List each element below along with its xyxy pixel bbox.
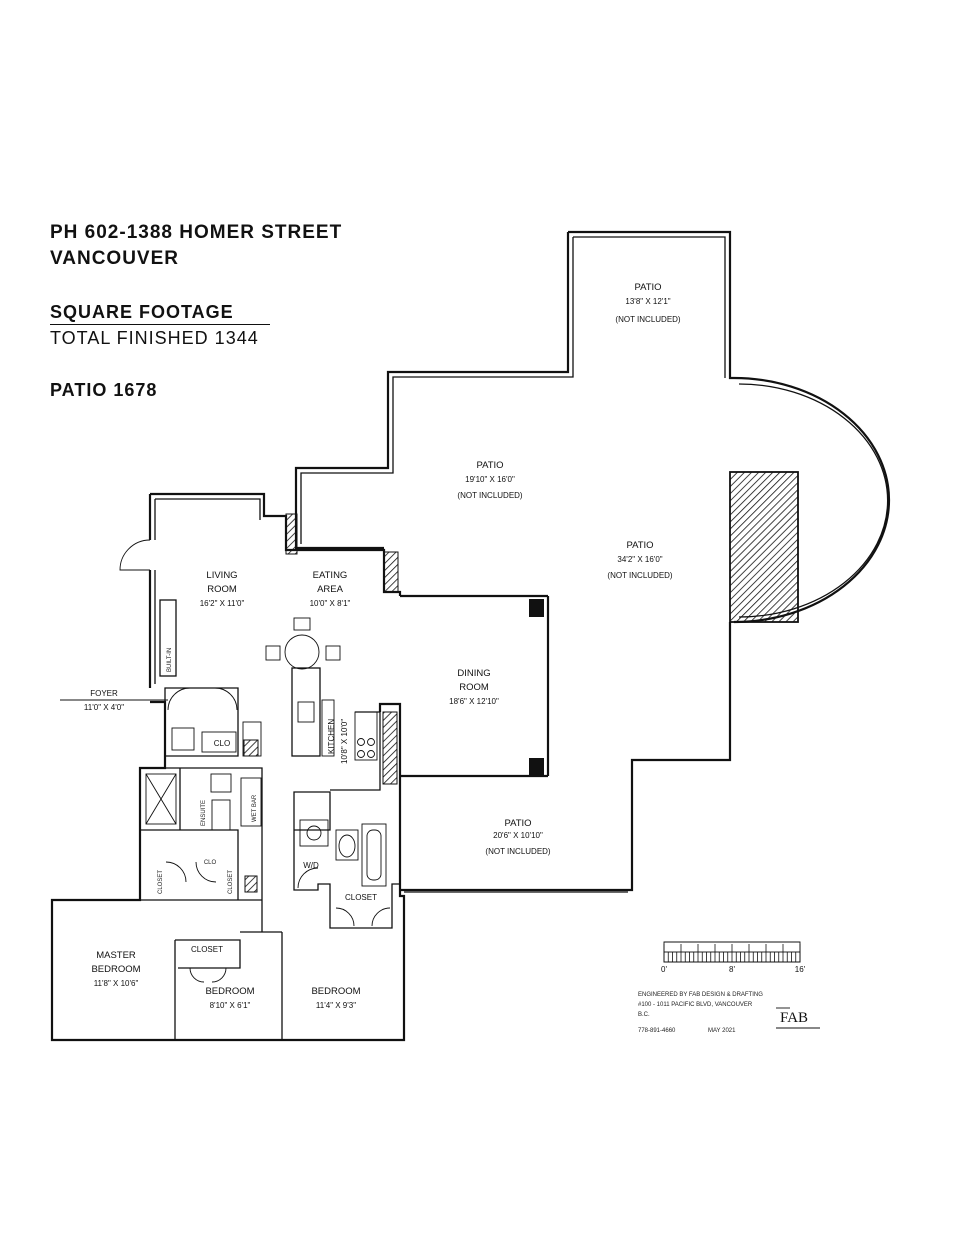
- wet-bar-label: WET BAR: [252, 794, 258, 822]
- patio-bottom-label: PATIO 20'6" X 10'10" (NOT INCLUDED): [485, 818, 551, 856]
- svg-text:BEDROOM: BEDROOM: [205, 986, 254, 997]
- svg-text:(NOT INCLUDED): (NOT INCLUDED): [615, 315, 681, 324]
- foyer-label: FOYER 11'0" X 4'0": [84, 689, 124, 712]
- svg-text:KITCHEN: KITCHEN: [327, 719, 336, 754]
- svg-text:10'0" X 8'1": 10'0" X 8'1": [310, 599, 351, 608]
- patio-mid-label: PATIO 19'10" X 16'0" (NOT INCLUDED): [457, 460, 523, 500]
- ensuite-label: ENSUITE: [201, 800, 207, 826]
- credits-line-3: B.C.: [638, 1012, 650, 1018]
- svg-text:BEDROOM: BEDROOM: [311, 986, 360, 997]
- scale-label-0: 0': [661, 965, 667, 974]
- svg-text:10'8" X 10'0": 10'8" X 10'0": [340, 719, 349, 764]
- svg-text:PATIO: PATIO: [634, 282, 661, 293]
- bedroom-2-label: BEDROOM 8'10" X 6'1": [205, 986, 254, 1010]
- patio-top-label: PATIO 13'8" X 12'1" (NOT INCLUDED): [615, 282, 681, 324]
- svg-text:DINING: DINING: [457, 668, 490, 679]
- svg-text:(NOT INCLUDED): (NOT INCLUDED): [485, 847, 551, 856]
- fab-logo: FAB: [780, 1010, 808, 1026]
- svg-text:20'6" X 10'10": 20'6" X 10'10": [493, 831, 543, 840]
- svg-text:FOYER: FOYER: [90, 689, 118, 698]
- svg-text:EATING: EATING: [313, 570, 348, 581]
- bedroom-3-label: BEDROOM 11'4" X 9'3": [311, 986, 360, 1010]
- svg-text:34'2" X 16'0": 34'2" X 16'0": [617, 555, 662, 564]
- svg-text:11'8" X 10'6": 11'8" X 10'6": [94, 979, 139, 988]
- washer-dryer-label: W/D: [303, 861, 319, 870]
- svg-text:13'8" X 12'1": 13'8" X 12'1": [625, 297, 670, 306]
- total-finished-area: TOTAL FINISHED 1344: [50, 328, 259, 348]
- closet-left-label: CLOSET: [158, 870, 164, 894]
- credits-line-1: ENGINEERED BY FAB DESIGN & DRAFTING: [638, 992, 763, 998]
- svg-text:(NOT INCLUDED): (NOT INCLUDED): [457, 491, 523, 500]
- credits-date: MAY 2021: [708, 1028, 736, 1034]
- svg-text:19'10" X 16'0": 19'10" X 16'0": [465, 475, 515, 484]
- kitchen-label: KITCHEN 10'8" X 10'0": [327, 719, 349, 764]
- foyer-closet-label: CLO: [214, 739, 230, 748]
- svg-text:8'10" X 6'1": 8'10" X 6'1": [210, 1001, 251, 1010]
- structural-columns: [243, 471, 799, 893]
- credits-phone: 778-891-4660: [638, 1028, 676, 1034]
- svg-text:LIVING: LIVING: [206, 570, 237, 581]
- credits-line-2: #100 - 1011 PACIFIC BLVD, VANCOUVER: [638, 1002, 753, 1008]
- living-room-label: LIVING ROOM 16'2" X 11'0": [200, 570, 245, 608]
- credits-block: ENGINEERED BY FAB DESIGN & DRAFTING #100…: [638, 992, 820, 1034]
- eating-area-label: EATING AREA 10'0" X 8'1": [310, 570, 351, 608]
- scale-label-8: 8': [729, 965, 735, 974]
- svg-text:ROOM: ROOM: [207, 584, 237, 595]
- bedroom-2-closet-label: CLOSET: [191, 945, 223, 954]
- scale-bar: 0' 8' 16': [661, 941, 806, 974]
- svg-text:11'0" X 4'0": 11'0" X 4'0": [84, 703, 124, 712]
- interior-walls: [50, 492, 550, 1042]
- scale-label-16: 16': [795, 965, 806, 974]
- address-line-1: PH 602-1388 HOMER STREET: [50, 222, 343, 243]
- square-footage-heading: SQUARE FOOTAGE: [50, 302, 234, 322]
- ensuite-closet-label: CLO: [204, 860, 217, 866]
- master-bedroom-label: MASTER BEDROOM 11'8" X 10'6": [91, 950, 140, 988]
- svg-text:18'6" X 12'10": 18'6" X 12'10": [449, 697, 499, 706]
- svg-text:PATIO: PATIO: [476, 460, 503, 471]
- svg-text:16'2" X 11'0": 16'2" X 11'0": [200, 599, 245, 608]
- svg-text:BEDROOM: BEDROOM: [91, 964, 140, 975]
- heading-underline: [50, 324, 270, 325]
- svg-text:AREA: AREA: [317, 584, 344, 595]
- built-in-label: BUILT-IN: [167, 648, 173, 672]
- svg-text:PATIO: PATIO: [626, 540, 653, 551]
- svg-text:ROOM: ROOM: [459, 682, 489, 693]
- svg-text:PATIO: PATIO: [504, 818, 531, 829]
- bedroom-3-closet-label: CLOSET: [345, 893, 377, 902]
- svg-text:MASTER: MASTER: [96, 950, 136, 961]
- patio-area: PATIO 1678: [50, 380, 158, 400]
- patio-right-label: PATIO 34'2" X 16'0" (NOT INCLUDED): [607, 540, 673, 580]
- address-line-2: VANCOUVER: [50, 248, 179, 269]
- svg-text:(NOT INCLUDED): (NOT INCLUDED): [607, 571, 673, 580]
- dining-room-label: DINING ROOM 18'6" X 12'10": [449, 668, 499, 706]
- patio-outline: [294, 230, 891, 893]
- closet-mid-label: CLOSET: [228, 870, 234, 894]
- svg-text:11'4" X 9'3": 11'4" X 9'3": [316, 1001, 356, 1010]
